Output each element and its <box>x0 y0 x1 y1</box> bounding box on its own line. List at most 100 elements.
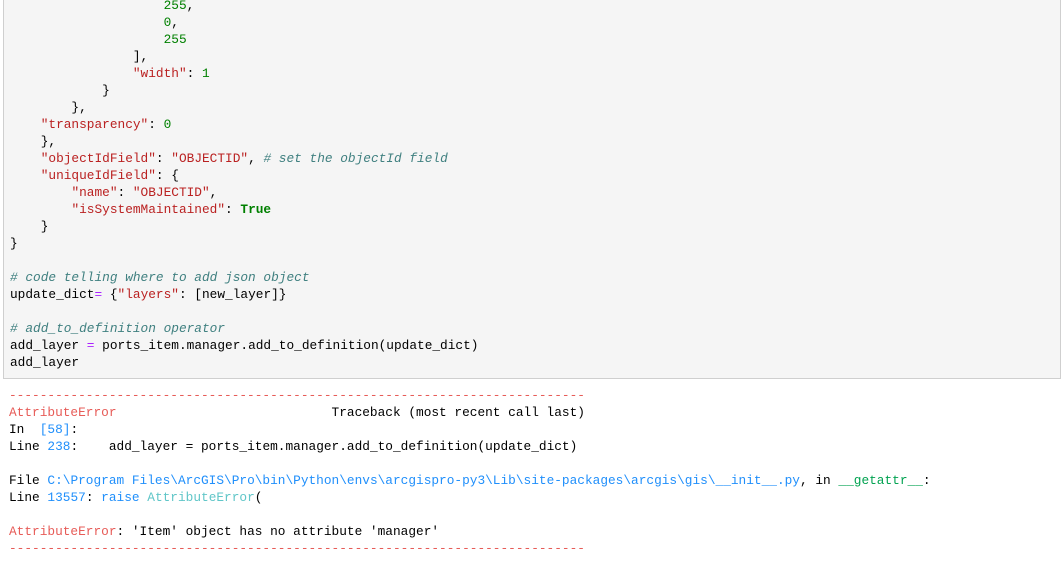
token-p: ports_item.manager.add_to_definition(upd… <box>94 338 479 353</box>
token-p: , <box>209 185 218 200</box>
token-p <box>10 151 41 166</box>
token-num: 0 <box>163 15 172 30</box>
code-line: add_layer <box>10 354 478 371</box>
code-line: # code telling where to add json object <box>10 269 478 286</box>
token-p <box>10 66 133 81</box>
code-line <box>10 303 478 320</box>
token-str: "uniqueIdField" <box>40 168 156 183</box>
code-line: ], <box>10 48 478 65</box>
token-p: add_layer <box>10 338 87 353</box>
code-line: add_layer = ports_item.manager.add_to_de… <box>10 337 478 354</box>
token-p <box>10 202 71 217</box>
code-line: } <box>10 218 478 235</box>
token-p <box>10 0 164 13</box>
token-str: "transparency" <box>40 117 149 132</box>
token-p: : <box>186 66 202 81</box>
token-p: : <box>70 422 79 437</box>
token-p: { <box>102 287 118 302</box>
output-line: In [58]: <box>9 421 931 438</box>
output-line <box>9 506 931 523</box>
code-line: }, <box>10 133 478 150</box>
token-com: # add_to_definition operator <box>10 321 226 336</box>
cell-output-traceback: ----------------------------------------… <box>9 387 931 557</box>
token-p: Line <box>9 439 48 454</box>
token-blue: 238 <box>47 439 71 454</box>
token-com: # set the objectId field <box>263 151 448 166</box>
token-p: : <box>85 490 102 505</box>
code-line: 255 <box>10 31 478 48</box>
token-p: Line <box>9 490 48 505</box>
token-str: "OBJECTID" <box>132 185 210 200</box>
token-p: } <box>10 83 110 98</box>
token-red: AttributeError <box>9 405 117 420</box>
token-p: } <box>10 219 49 234</box>
token-p: : <box>117 185 133 200</box>
token-p <box>10 168 41 183</box>
code-line: "transparency": 0 <box>10 116 478 133</box>
output-line: ----------------------------------------… <box>9 540 931 557</box>
token-p: }, <box>10 100 87 115</box>
token-str: "width" <box>132 66 187 81</box>
token-red: ----------------------------------------… <box>9 541 585 556</box>
code-line: }, <box>10 99 478 116</box>
token-p: }, <box>10 134 57 149</box>
token-p <box>10 117 41 132</box>
token-num: 1 <box>202 66 210 81</box>
code-line: # add_to_definition operator <box>10 320 478 337</box>
token-p: add_layer <box>10 355 80 370</box>
token-p: , <box>171 15 179 30</box>
token-p: } <box>10 236 18 251</box>
token-p: : 'Item' object has no attribute 'manage… <box>116 524 440 539</box>
token-p: : <box>225 202 241 217</box>
token-str: "isSystemMaintained" <box>71 202 226 217</box>
code-cell-input[interactable]: 255, 0, 255 ], "width": 1 } }, "transpar… <box>3 0 1061 379</box>
token-p: : <box>155 151 172 166</box>
token-p: , <box>248 151 264 166</box>
code-line: } <box>10 82 478 99</box>
code-line: "width": 1 <box>10 65 478 82</box>
token-com: # code telling where to add json object <box>10 270 310 285</box>
output-line: Line 13557: raise AttributeError( <box>9 489 931 506</box>
code-line: "name": "OBJECTID", <box>10 184 478 201</box>
code-line <box>10 252 478 269</box>
token-str: "objectIdField" <box>40 151 156 166</box>
code-line: "objectIdField": "OBJECTID", # set the o… <box>10 150 478 167</box>
code-line: 255, <box>10 0 478 14</box>
code-line: 0, <box>10 14 478 31</box>
token-p: File <box>9 473 48 488</box>
token-p: : <box>148 117 164 132</box>
token-p: , in <box>800 473 839 488</box>
token-blue: [58] <box>39 422 71 437</box>
token-p <box>10 185 71 200</box>
output-line: AttributeError: 'Item' object has no att… <box>9 523 931 540</box>
token-p: : <box>922 473 931 488</box>
token-blue: C:\Program Files\ArcGIS\Pro\bin\Python\e… <box>47 473 800 488</box>
token-green: __getattr__ <box>838 473 923 488</box>
token-p: Traceback (most recent call last) <box>116 405 585 420</box>
output-line: ----------------------------------------… <box>9 387 931 404</box>
token-str: "layers" <box>117 287 179 302</box>
token-p: , <box>186 0 195 13</box>
token-num: 255 <box>163 32 187 47</box>
code-editor[interactable]: 255, 0, 255 ], "width": 1 } }, "transpar… <box>10 0 478 371</box>
token-str: "OBJECTID" <box>171 151 249 166</box>
token-p: update_dict <box>10 287 95 302</box>
output-line: AttributeError Traceback (most recent ca… <box>9 404 931 421</box>
token-p: : { <box>155 168 179 183</box>
token-kw: True <box>240 202 272 217</box>
token-op: = <box>86 338 95 353</box>
output-line <box>9 455 931 472</box>
token-p <box>10 15 164 30</box>
token-p: In <box>9 422 40 437</box>
token-cyan: AttributeError <box>147 490 255 505</box>
code-line: } <box>10 235 478 252</box>
token-p: : add_layer = ports_item.manager.add_to_… <box>70 439 578 454</box>
token-p: ], <box>10 49 149 64</box>
token-num: 255 <box>163 0 187 13</box>
code-line: "isSystemMaintained": True <box>10 201 478 218</box>
token-blue: raise <box>101 490 140 505</box>
token-blue: 13557 <box>47 490 86 505</box>
token-num: 0 <box>163 117 172 132</box>
token-str: "name" <box>71 185 118 200</box>
token-red: AttributeError <box>9 524 117 539</box>
